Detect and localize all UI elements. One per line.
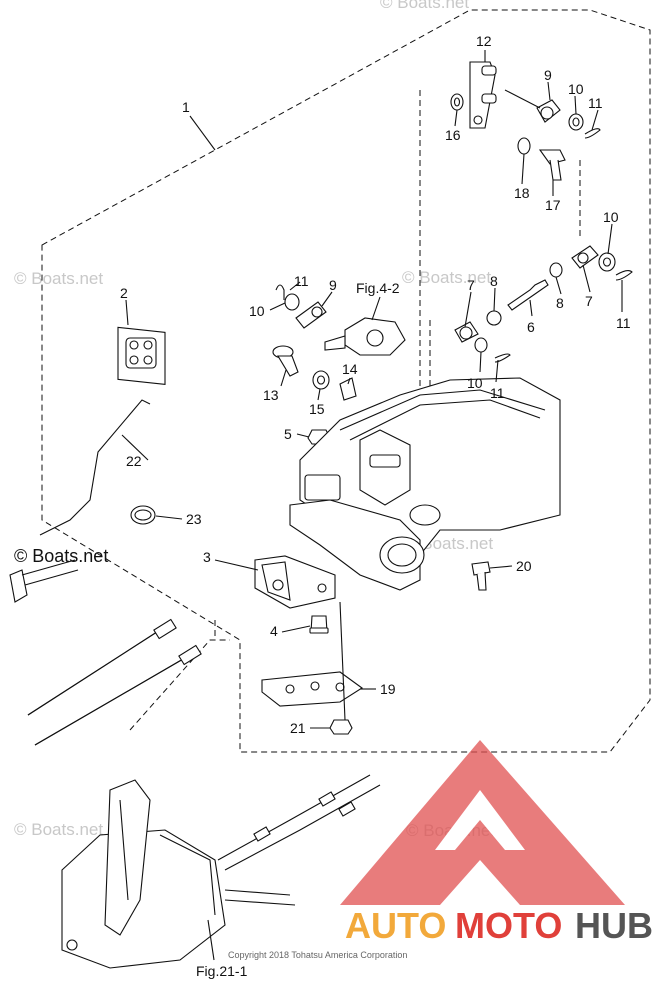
- callout-7b: 7: [585, 293, 593, 309]
- logo-auto: AUTO: [345, 905, 446, 946]
- plate-19: [261, 671, 363, 707]
- cable-end: [9, 559, 79, 603]
- callout-18: 18: [514, 185, 530, 201]
- callout-5: 5: [284, 426, 292, 442]
- callout-12: 12: [476, 33, 492, 49]
- callout-22: 22: [126, 453, 142, 469]
- control-cables: [27, 618, 202, 746]
- callout-11c: 11: [616, 315, 631, 331]
- logo-moto: MOTO: [455, 905, 562, 946]
- callout-10c: 10: [249, 303, 265, 319]
- watermark-left-lower: © Boats.net: [14, 820, 103, 839]
- figure-ref-21-1: Fig.21-1: [196, 963, 248, 979]
- callout-8a: 8: [490, 273, 498, 289]
- logo-hub: HUB: [575, 905, 653, 946]
- bolt-4: [309, 615, 329, 634]
- callout-2: 2: [120, 285, 128, 301]
- callout-9b: 9: [329, 277, 337, 293]
- callout-11a: 11: [588, 95, 603, 111]
- callout-16: 16: [445, 127, 461, 143]
- rod-22: [39, 399, 151, 536]
- callout-9a: 9: [544, 67, 552, 83]
- callout-23: 23: [186, 511, 202, 527]
- callout-10b: 10: [603, 209, 619, 225]
- remote-control-box: [61, 774, 381, 969]
- assembly-outline: [41, 9, 651, 753]
- bolt-20: [471, 561, 491, 591]
- callout-8b: 8: [556, 295, 564, 311]
- callouts: 1 2 3 4 5 6 7 7 8 8 9 9 10 10 10 10 11 1…: [120, 33, 631, 979]
- callout-7a: 7: [467, 277, 475, 293]
- cable-holder: [324, 317, 406, 356]
- grommet-23: [130, 505, 156, 525]
- callout-20: 20: [516, 558, 532, 574]
- nut-21: [329, 719, 353, 735]
- watermark-right-upper: © Boats.net: [402, 268, 491, 287]
- cable-bracket: [254, 555, 336, 609]
- leader-lines: [121, 50, 623, 961]
- bolt-17: [517, 137, 566, 181]
- callout-19: 19: [380, 681, 396, 697]
- copyright-text: Copyright 2018 Tohatsu America Corporati…: [228, 950, 407, 960]
- callout-6: 6: [527, 319, 535, 335]
- callout-4: 4: [270, 623, 278, 639]
- callout-3: 3: [203, 549, 211, 565]
- upper-joint: [504, 89, 601, 139]
- callout-14: 14: [342, 361, 358, 377]
- shift-rod: [454, 245, 633, 363]
- callout-1: 1: [182, 99, 190, 115]
- figure-ref-4-2: Fig.4-2: [356, 280, 400, 296]
- watermark-dark: © Boats.net: [14, 546, 108, 566]
- pivot-pin: [272, 345, 357, 401]
- watermark-top: © Boats.net: [380, 0, 469, 12]
- watermark-left-upper: © Boats.net: [14, 269, 103, 288]
- callout-10d: 10: [467, 375, 483, 391]
- callout-10a: 10: [568, 81, 584, 97]
- link-bracket: [450, 61, 497, 129]
- callout-17: 17: [545, 197, 561, 213]
- callout-11b: 11: [294, 273, 309, 289]
- callout-21: 21: [290, 720, 306, 736]
- callout-11d: 11: [490, 385, 505, 401]
- rubber-pad: [117, 326, 166, 385]
- main-bracket: [289, 377, 561, 591]
- automotohub-logo: AUTO MOTO HUB: [340, 740, 653, 946]
- callout-15: 15: [309, 401, 325, 417]
- callout-13: 13: [263, 387, 279, 403]
- left-joint: [275, 284, 327, 329]
